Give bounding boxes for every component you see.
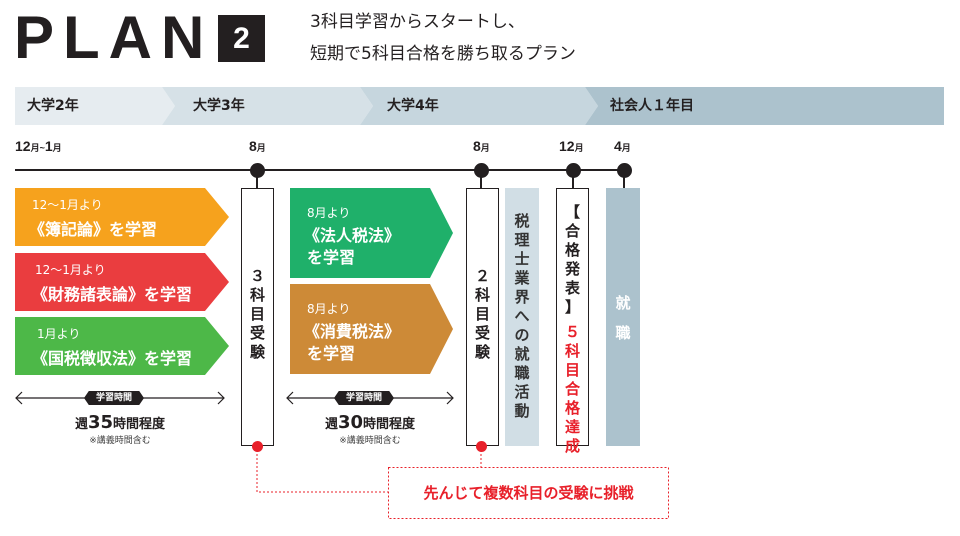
month-label-4: 4月 — [614, 138, 631, 154]
year-segment-2 — [15, 87, 175, 125]
plan-number-badge: 2 — [218, 15, 265, 62]
month-label-start: 12月~1月 — [15, 138, 62, 154]
study-from: 8月より — [307, 206, 351, 220]
year-segment-4 — [360, 87, 598, 125]
study-time-badge: 学習時間 — [334, 391, 395, 405]
timeline-stem — [623, 170, 625, 188]
study-zaihyo: 12～1月より 《財務諸表論》を学習 — [15, 253, 229, 311]
exam-marker-dot — [476, 441, 487, 452]
year-label-2: 大学2年 — [27, 98, 79, 114]
weekly-hours: 週35時間程度 — [74, 412, 166, 433]
year-segment-worker — [585, 87, 944, 125]
year-label-3: 大学3年 — [193, 98, 245, 114]
timeline-stem — [480, 170, 482, 188]
study-kokuzei: 1月より 《国税徴収法》を学習 — [15, 317, 229, 375]
study-subject: 《消費税法》 — [304, 322, 401, 341]
study-subject-suffix: を学習 — [307, 344, 356, 363]
employment-period: 就職 — [606, 188, 640, 446]
study-time-badge: 学習時間 — [84, 391, 145, 405]
month-label-8-y3: 8月 — [249, 138, 266, 154]
study-subject: 《法人税法》 — [304, 226, 401, 245]
month-label-12: 12月 — [559, 138, 584, 154]
year-band — [15, 87, 944, 125]
month-label-8-y4: 8月 — [473, 138, 490, 154]
timeline-stem — [572, 170, 574, 188]
study-from: 1月より — [37, 327, 81, 341]
study-subject: 《国税徴収法》を学習 — [32, 349, 193, 368]
hours-note: ※講義時間含む — [89, 436, 151, 446]
study-from: 12～1月より — [35, 263, 106, 277]
study-subject-suffix: を学習 — [307, 248, 356, 267]
study-from: 12～1月より — [32, 198, 103, 212]
exam-marker-dot — [252, 441, 263, 452]
study-hojin: 8月より 《法人税法》 を学習 — [290, 188, 453, 278]
timeline-dot — [250, 163, 265, 178]
callout-text: 先んじて複数科目の受験に挑戦 — [423, 484, 634, 502]
year-label-worker: 社会人１年目 — [610, 98, 694, 114]
timeline-dot — [617, 163, 632, 178]
timeline-line — [15, 169, 625, 171]
subtitle-line-1: 3科目学習からスタートし、 — [310, 12, 525, 32]
study-subject: 《簿記論》を学習 — [29, 220, 158, 239]
study-shohi: 8月より 《消費税法》 を学習 — [290, 284, 453, 374]
weekly-hours: 週30時間程度 — [324, 412, 416, 433]
subtitle-line-2: 短期で5科目合格を勝ち取るプラン — [310, 44, 576, 64]
year-segment-3 — [162, 87, 373, 125]
timeline-dot — [474, 163, 489, 178]
job-hunting-period: 税理士業界への就職活動 — [505, 188, 539, 446]
plan-title: PLAN — [14, 4, 214, 71]
timeline-stem — [256, 170, 258, 188]
timeline-dot — [566, 163, 581, 178]
study-boki: 12～1月より 《簿記論》を学習 — [15, 188, 229, 246]
hours-note: ※講義時間含む — [339, 436, 401, 446]
study-from: 8月より — [307, 302, 351, 316]
study-subject: 《財務諸表論》を学習 — [32, 285, 193, 304]
year-label-4: 大学4年 — [387, 98, 439, 114]
